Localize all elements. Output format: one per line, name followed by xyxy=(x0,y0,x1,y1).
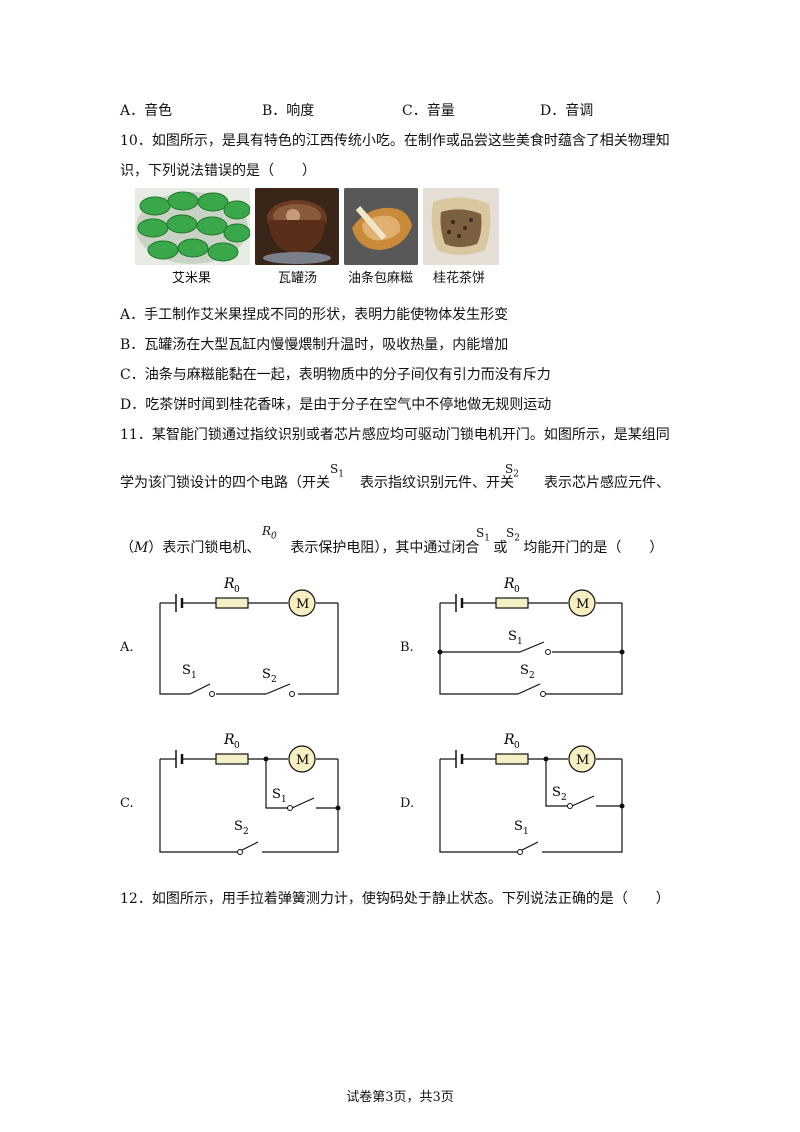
svg-text:R: R xyxy=(223,732,235,748)
food-image-aimiguo xyxy=(135,188,250,265)
q11-stem-line1: 11．某智能门锁通过指纹识别或者芯片感应均可驱动门锁电机开门。如图所示，是某组同 xyxy=(120,427,670,443)
q10-option-a: A．手工制作艾米果捏成不同的形状，表明力能使物体发生形变 xyxy=(120,307,509,323)
svg-text:M: M xyxy=(576,597,589,612)
svg-text:2: 2 xyxy=(561,793,567,803)
food-caption-2: 瓦罐汤 xyxy=(278,271,318,286)
motor-symbol xyxy=(288,589,316,617)
svg-text:R: R xyxy=(223,576,235,592)
svg-text:R: R xyxy=(503,732,515,748)
food-image-waguantang xyxy=(255,188,339,265)
q10-option-c: C．油条与麻糍能黏在一起，表明物质中的分子间仅有引力而没有斥力 xyxy=(120,367,551,383)
food-caption-1: 艾米果 xyxy=(172,271,212,286)
q11-stem-line2: 学为该门锁设计的四个电路（开关表示指纹识别元件、开关表示芯片感应元件、 xyxy=(120,475,670,491)
circuit-d-letter: D. xyxy=(400,796,415,811)
svg-text:0: 0 xyxy=(234,741,240,751)
food-image-youtiao-maci xyxy=(344,188,418,265)
svg-text:S: S xyxy=(508,629,517,644)
circuit-b-letter: B. xyxy=(400,640,414,655)
svg-text:1: 1 xyxy=(517,637,523,647)
svg-text:0: 0 xyxy=(514,585,520,595)
q9-option-c: C．音量 xyxy=(402,103,455,119)
svg-text:S: S xyxy=(552,785,561,800)
svg-text:S: S xyxy=(234,819,243,834)
svg-text:0: 0 xyxy=(514,741,520,751)
svg-text:2: 2 xyxy=(243,827,249,837)
svg-text:R: R xyxy=(503,576,515,592)
svg-text:0: 0 xyxy=(234,585,240,595)
svg-text:2: 2 xyxy=(271,675,277,685)
circuit-d: R 0 M S 2 S 1 xyxy=(439,732,625,855)
s2-symbol-2: S2 xyxy=(506,526,520,544)
s1-symbol-2: S1 xyxy=(476,526,490,544)
svg-text:M: M xyxy=(576,753,589,768)
circuit-c: R 0 M S 1 S 2 xyxy=(159,732,341,855)
food-caption-3: 油条包麻糍 xyxy=(348,271,414,286)
q12-stem: 12．如图所示，用手拉着弹簧测力计，使钩码处于静止状态。下列说法正确的是（ ） xyxy=(120,891,670,907)
q9-option-b: B．响度 xyxy=(262,103,315,119)
page-footer: 试卷第3页，共3页 xyxy=(346,1090,454,1105)
svg-text:M: M xyxy=(296,597,309,612)
resistor-r0 xyxy=(215,597,249,609)
q10-option-d: D．吃茶饼时闻到桂花香味，是由于分子在空气中不停地做无规则运动 xyxy=(120,397,552,413)
s1-symbol: S1 xyxy=(330,462,344,480)
circuit-c-letter: C. xyxy=(120,796,134,811)
svg-text:S: S xyxy=(182,663,191,678)
svg-text:S: S xyxy=(514,819,523,834)
food-image-guihua-chabing xyxy=(423,188,499,265)
q10-option-b: B．瓦罐汤在大型瓦缸内慢慢煨制升温时，吸收热量，内能增加 xyxy=(120,337,509,353)
svg-text:1: 1 xyxy=(281,795,287,805)
r0-symbol: R0 xyxy=(262,524,277,542)
circuit-a-letter: A. xyxy=(120,640,134,655)
svg-text:S: S xyxy=(272,787,281,802)
svg-text:1: 1 xyxy=(191,671,197,681)
svg-text:S: S xyxy=(520,663,529,678)
q10-stem-line1: 10．如图所示，是具有特色的江西传统小吃。在制作或品尝这些美食时蕴含了相关物理知 xyxy=(120,133,670,149)
q9-option-a: A．音色 xyxy=(120,103,173,119)
food-caption-4: 桂花茶饼 xyxy=(433,271,486,286)
s2-symbol: S2 xyxy=(505,462,519,480)
circuit-b: R 0 M S 1 S 2 xyxy=(437,576,625,697)
circuit-a: R 0 M S 1 S 2 xyxy=(159,576,339,697)
q10-stem-line2: 识，下列说法错误的是（ ） xyxy=(120,163,316,179)
q11-stem-line3: （M）表示门锁电机、表示保护电阻），其中通过闭合或均能开门的是（ ） xyxy=(120,540,664,556)
svg-text:M: M xyxy=(296,753,309,768)
svg-text:S: S xyxy=(262,667,271,682)
svg-text:1: 1 xyxy=(523,827,529,837)
q9-option-d: D．音调 xyxy=(540,103,594,119)
svg-text:2: 2 xyxy=(529,671,535,681)
